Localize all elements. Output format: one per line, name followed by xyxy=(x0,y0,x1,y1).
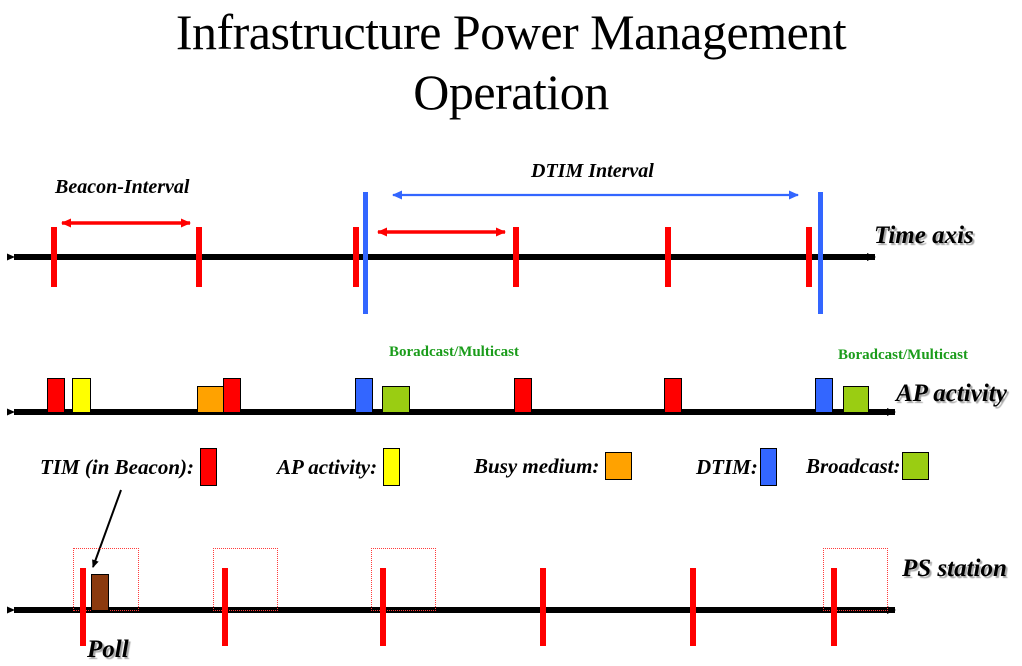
legend-swatch-ap-activity xyxy=(383,448,401,486)
ps-station-tick xyxy=(380,568,386,646)
dtim-boundary-line xyxy=(363,192,368,314)
ap-bar-broadcast xyxy=(843,386,869,413)
legend-swatch-broadcast xyxy=(901,452,929,480)
legend-item-broadcast[interactable]: Broadcast: xyxy=(806,452,929,480)
beacon-tick xyxy=(513,227,519,287)
awake-window xyxy=(213,548,278,611)
beacon-tick xyxy=(665,227,671,287)
legend-item-tim[interactable]: TIM (in Beacon): xyxy=(40,448,217,486)
legend-label: DTIM: xyxy=(696,454,758,479)
broadcast-multicast-callout: Boradcast/Multicast xyxy=(389,344,519,360)
legend-label: Broadcast: xyxy=(806,453,901,478)
ap-bar-tim xyxy=(47,378,65,413)
beacon-interval-label: Beacon-Interval xyxy=(55,176,190,198)
ap-bar-tim xyxy=(664,378,682,413)
awake-window xyxy=(823,548,888,611)
poll-label: Poll xyxy=(87,636,129,663)
beacon-tick xyxy=(353,227,359,287)
dtim-boundary-line xyxy=(818,192,823,314)
ap-bar-tim xyxy=(514,378,532,413)
legend-label: TIM (in Beacon): xyxy=(40,454,194,479)
legend-swatch-busy-medium xyxy=(605,452,633,480)
beacon-tick xyxy=(196,227,202,287)
awake-window xyxy=(371,548,436,611)
ap-bar-dtim xyxy=(355,378,373,413)
ap-bar-tim xyxy=(223,378,241,413)
legend-item-busy-medium[interactable]: Busy medium: xyxy=(474,452,633,480)
legend-item-ap-activity[interactable]: AP activity: xyxy=(277,448,401,486)
ap-bar-activity xyxy=(72,378,91,413)
legend-item-dtim[interactable]: DTIM: xyxy=(696,448,777,486)
dtim-interval-label: DTIM Interval xyxy=(531,160,654,182)
ps-poll-frame xyxy=(91,574,109,611)
ap-bar-broadcast xyxy=(382,386,410,413)
ps-station-tick xyxy=(831,568,837,646)
ap-bar-busy xyxy=(197,386,224,413)
ap-activity-label: AP activity xyxy=(896,380,1007,407)
legend-swatch-tim xyxy=(200,448,217,486)
ps-station-label: PS station xyxy=(902,555,1007,582)
ps-station-tick xyxy=(222,568,228,646)
ps-station-tick xyxy=(690,568,696,646)
legend-swatch-dtim xyxy=(759,448,777,486)
page-title: Infrastructure Power Management Operatio… xyxy=(175,4,847,120)
ap-bar-dtim xyxy=(815,378,833,413)
beacon-tick xyxy=(51,227,57,287)
beacon-tick xyxy=(806,227,812,287)
time-axis-label: Time axis xyxy=(874,222,974,249)
broadcast-multicast-callout: Boradcast/Multicast xyxy=(838,347,968,363)
legend-label: Busy medium: xyxy=(474,453,600,478)
ps-station-tick xyxy=(540,568,546,646)
legend-label: AP activity: xyxy=(277,454,378,479)
ps-station-tick xyxy=(80,568,86,646)
